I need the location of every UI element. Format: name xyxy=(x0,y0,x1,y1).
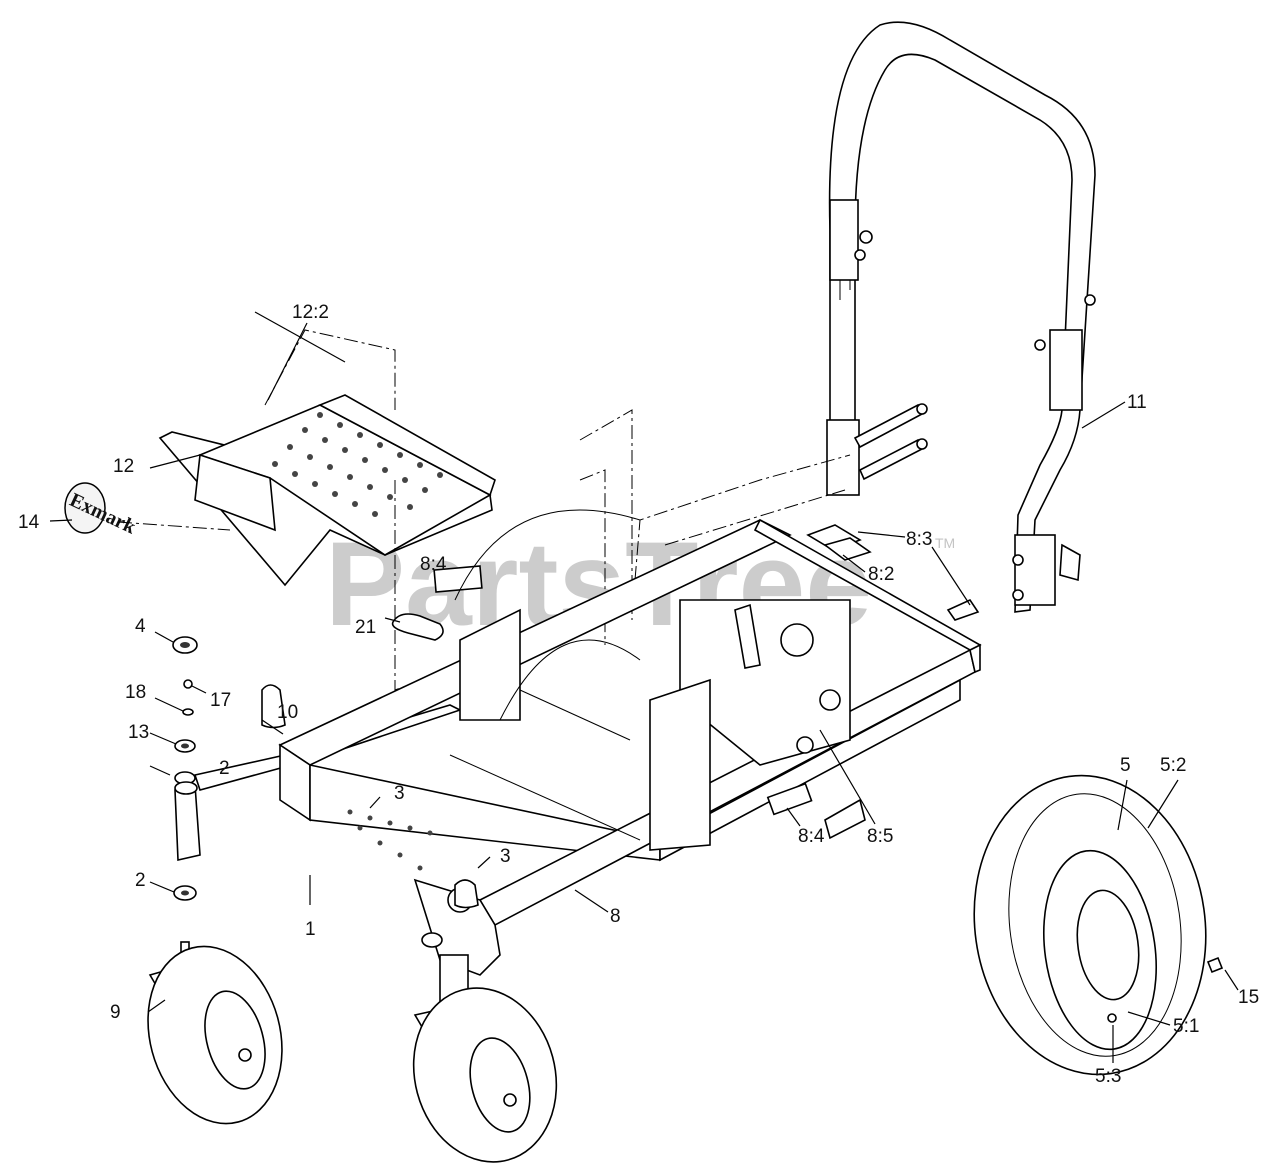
bumper-10 xyxy=(261,684,286,729)
caster-wheel-left xyxy=(147,945,283,1125)
label-11: 11 xyxy=(1127,392,1147,413)
floor-pan xyxy=(158,394,496,587)
bracket-8-2 xyxy=(823,537,872,561)
label-8-4-frame: 8:4 xyxy=(798,826,825,847)
rops-roll-bar xyxy=(826,21,1096,613)
exmark-logo: Exmark xyxy=(64,482,140,539)
label-2-bottom: 2 xyxy=(135,870,146,891)
label-5-2: 5:2 xyxy=(1160,755,1186,776)
label-13: 13 xyxy=(128,722,149,743)
label-17: 17 xyxy=(210,690,231,711)
label-3-right: 3 xyxy=(500,846,511,867)
caster-stack xyxy=(172,636,201,988)
label-5-1: 5:1 xyxy=(1173,1016,1199,1037)
label-21: 21 xyxy=(355,617,376,638)
watermark-trademark: TM xyxy=(935,535,955,551)
label-15: 15 xyxy=(1238,987,1259,1008)
label-8-5: 8:5 xyxy=(867,826,893,847)
callouts: 12:2 12 14 8:4 21 4 17 18 10 2 13 3 3 2 … xyxy=(18,302,1259,1087)
label-18: 18 xyxy=(125,682,146,703)
label-8-3: 8:3 xyxy=(906,529,932,550)
label-14: 14 xyxy=(18,512,40,533)
label-5: 5 xyxy=(1120,755,1131,776)
label-5-3: 5:3 xyxy=(1095,1066,1121,1087)
label-8-2: 8:2 xyxy=(868,564,894,585)
label-8-4-decal: 8:4 xyxy=(420,554,447,575)
rear-drive-wheel xyxy=(973,774,1224,1076)
caster-wheel-right xyxy=(412,954,558,1163)
label-3-left: 3 xyxy=(394,783,405,804)
label-10: 10 xyxy=(277,702,298,723)
label-4: 4 xyxy=(135,616,146,637)
label-8: 8 xyxy=(610,906,621,927)
bumper-10b xyxy=(454,879,479,909)
strap-21 xyxy=(391,613,444,641)
label-12-2: 12:2 xyxy=(292,302,329,323)
leader-lines xyxy=(49,322,1239,1063)
label-2-top: 2 xyxy=(219,758,230,779)
label-9: 9 xyxy=(110,1002,121,1023)
bracket-8-3b xyxy=(946,598,980,621)
label-12: 12 xyxy=(113,456,134,477)
main-frame xyxy=(193,509,982,976)
label-1: 1 xyxy=(305,919,316,940)
